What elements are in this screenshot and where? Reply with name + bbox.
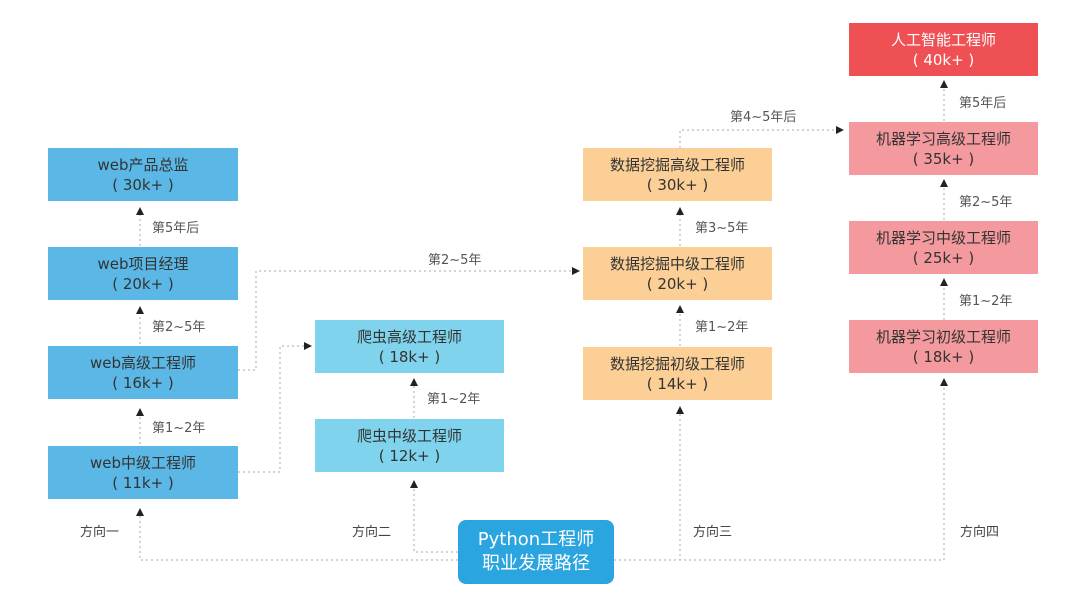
crawler-mid-box: 爬虫中级工程师 ( 12k+ ) — [315, 419, 504, 472]
python-career-root: Python工程师 职业发展路径 — [458, 520, 614, 584]
mining-junior-salary: ( 14k+ ) — [646, 374, 709, 393]
ml-junior-box: 机器学习初级工程师 ( 18k+ ) — [849, 320, 1038, 373]
web-mid-box: web中级工程师 ( 11k+ ) — [48, 446, 238, 499]
ml-mid-title: 机器学习中级工程师 — [875, 228, 1011, 247]
web-label-1: 第1~2年 — [150, 417, 208, 436]
direction-three-label: 方向三 — [693, 525, 733, 540]
mining-mid-title: 数据挖掘中级工程师 — [609, 254, 745, 273]
ai-engineer-title: 人工智能工程师 — [890, 30, 996, 49]
web-label-3: 第5年后 — [150, 217, 202, 236]
web-senior-box: web高级工程师 ( 16k+ ) — [48, 346, 238, 399]
ml-senior-title: 机器学习高级工程师 — [875, 129, 1011, 148]
web-mid-salary: ( 11k+ ) — [112, 473, 174, 492]
web-senior-salary: ( 16k+ ) — [112, 373, 174, 392]
root-line-1: Python工程师 — [477, 529, 595, 550]
web-mid-title: web中级工程师 — [89, 453, 197, 472]
ml-label-2: 第2~5年 — [957, 191, 1015, 210]
web-pm-box: web项目经理 ( 20k+ ) — [48, 247, 238, 300]
ml-senior-box: 机器学习高级工程师 ( 35k+ ) — [849, 122, 1038, 175]
web-pm-salary: ( 20k+ ) — [112, 274, 174, 293]
mining-label-2: 第3~5年 — [693, 217, 751, 236]
web-senior-title: web高级工程师 — [89, 353, 197, 372]
crawler-label-1: 第1~2年 — [425, 388, 483, 407]
ml-mid-salary: ( 25k+ ) — [912, 248, 975, 267]
mining-senior-title: 数据挖掘高级工程师 — [609, 155, 745, 174]
ml-mid-box: 机器学习中级工程师 ( 25k+ ) — [849, 221, 1038, 274]
crawler-cross-label: 第2~5年 — [426, 249, 484, 268]
mining-mid-salary: ( 20k+ ) — [646, 274, 709, 293]
root-line-2: 职业发展路径 — [482, 553, 590, 574]
mining-senior-salary: ( 30k+ ) — [646, 175, 709, 194]
ai-engineer-salary: ( 40k+ ) — [912, 50, 975, 69]
web-pm-title: web项目经理 — [97, 254, 189, 273]
mining-senior-box: 数据挖掘高级工程师 ( 30k+ ) — [583, 148, 772, 201]
crawler-senior-box: 爬虫高级工程师 ( 18k+ ) — [315, 320, 504, 373]
direction-two-label: 方向二 — [352, 525, 392, 540]
web-director-title: web产品总监 — [97, 155, 189, 174]
ml-senior-salary: ( 35k+ ) — [912, 149, 975, 168]
ml-label-1: 第1~2年 — [957, 290, 1015, 309]
mining-label-1: 第1~2年 — [693, 316, 751, 335]
web-label-2: 第2~5年 — [150, 316, 208, 335]
crawler-mid-title: 爬虫中级工程师 — [356, 426, 462, 445]
ai-engineer-box: 人工智能工程师 ( 40k+ ) — [849, 23, 1038, 76]
ml-label-3: 第5年后 — [957, 92, 1009, 111]
mining-junior-title: 数据挖掘初级工程师 — [609, 354, 745, 373]
ml-junior-salary: ( 18k+ ) — [912, 347, 975, 366]
ml-junior-title: 机器学习初级工程师 — [875, 327, 1011, 346]
mining-junior-box: 数据挖掘初级工程师 ( 14k+ ) — [583, 347, 772, 400]
direction-four-label: 方向四 — [960, 525, 1000, 540]
mining-cross-label: 第4~5年后 — [728, 106, 799, 125]
web-director-box: web产品总监 ( 30k+ ) — [48, 148, 238, 201]
crawler-mid-salary: ( 12k+ ) — [378, 446, 441, 465]
direction-one-label: 方向一 — [80, 525, 120, 540]
web-director-salary: ( 30k+ ) — [112, 175, 174, 194]
crawler-senior-salary: ( 18k+ ) — [378, 347, 441, 366]
mining-mid-box: 数据挖掘中级工程师 ( 20k+ ) — [583, 247, 772, 300]
crawler-senior-title: 爬虫高级工程师 — [356, 327, 462, 346]
